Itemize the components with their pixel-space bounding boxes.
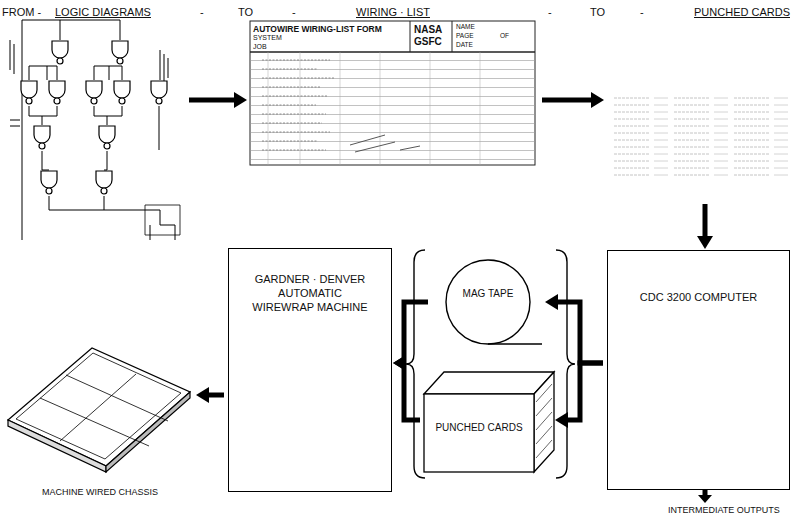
flow-arrow xyxy=(393,355,420,420)
node-label: MACHINE WIRED CHASSIS xyxy=(42,487,158,498)
flow-arrow xyxy=(393,302,428,371)
text-label: OF xyxy=(500,32,509,40)
text-label: INTERMEDIATE OUTPUTS xyxy=(668,505,780,516)
card-deck: PUNCHED CARDS xyxy=(424,372,554,472)
wirewrap-machine-box: GARDNER · DENVER AUTOMATIC WIREWRAP MACH… xyxy=(228,248,392,492)
tape-reel-outline xyxy=(432,258,544,346)
node-label: PUNCHED CARDS xyxy=(694,6,790,20)
chassis-panel: MACHINE WIRED CHASSIS xyxy=(5,340,195,502)
wiring-list-form xyxy=(250,21,535,165)
punched-cards-panel: PUNCHED CARDS xyxy=(605,4,793,200)
text-label: - xyxy=(640,6,644,19)
text-label: NAME xyxy=(456,23,475,31)
text-label: PAGE xyxy=(456,32,474,40)
node-label: MAG TAPE xyxy=(463,288,514,301)
mag-tape-reel: MAG TAPE xyxy=(432,258,544,346)
left-brace xyxy=(406,250,425,478)
node-label: GARDNER · DENVER AUTOMATIC WIREWRAP MACH… xyxy=(249,273,371,314)
flow-arrow xyxy=(555,363,603,428)
flow-arrow xyxy=(542,92,604,108)
text-label: TO xyxy=(590,6,605,19)
text-label: - xyxy=(292,6,296,19)
flow-arrow xyxy=(697,204,713,249)
node-label: WIRING · LIST xyxy=(356,6,430,20)
right-brace xyxy=(556,250,575,478)
punched-card-texture xyxy=(612,95,790,179)
chassis-drawing xyxy=(8,348,190,472)
logic-diagram-drawing xyxy=(10,20,180,240)
flow-arrow xyxy=(545,294,603,363)
node-label: PUNCHED CARDS xyxy=(435,422,522,435)
node-label: LOGIC DIAGRAMS xyxy=(55,6,151,20)
flow-arrow xyxy=(189,92,247,108)
text-label: FROM - xyxy=(2,6,41,19)
text-label: - xyxy=(548,6,552,19)
output-arrow xyxy=(698,490,712,503)
logic-diagram-panel: LOGIC DIAGRAMS xyxy=(52,4,185,245)
computer-box: CDC 3200 COMPUTER xyxy=(607,250,790,490)
text-label: TO xyxy=(238,6,253,19)
text-label: AUTOWIRE WIRING-LIST FORM xyxy=(253,24,382,34)
flow-arrow xyxy=(196,387,224,403)
text-label: GSFC xyxy=(414,36,442,48)
node-label: CDC 3200 COMPUTER xyxy=(640,291,757,305)
logic-gates xyxy=(21,41,167,194)
text-label: - xyxy=(200,6,204,19)
text-label: SYSTEM xyxy=(253,34,282,42)
text-label: JOB xyxy=(253,43,267,51)
text-label: NASA xyxy=(414,24,442,36)
text-label: DATE xyxy=(456,41,473,49)
